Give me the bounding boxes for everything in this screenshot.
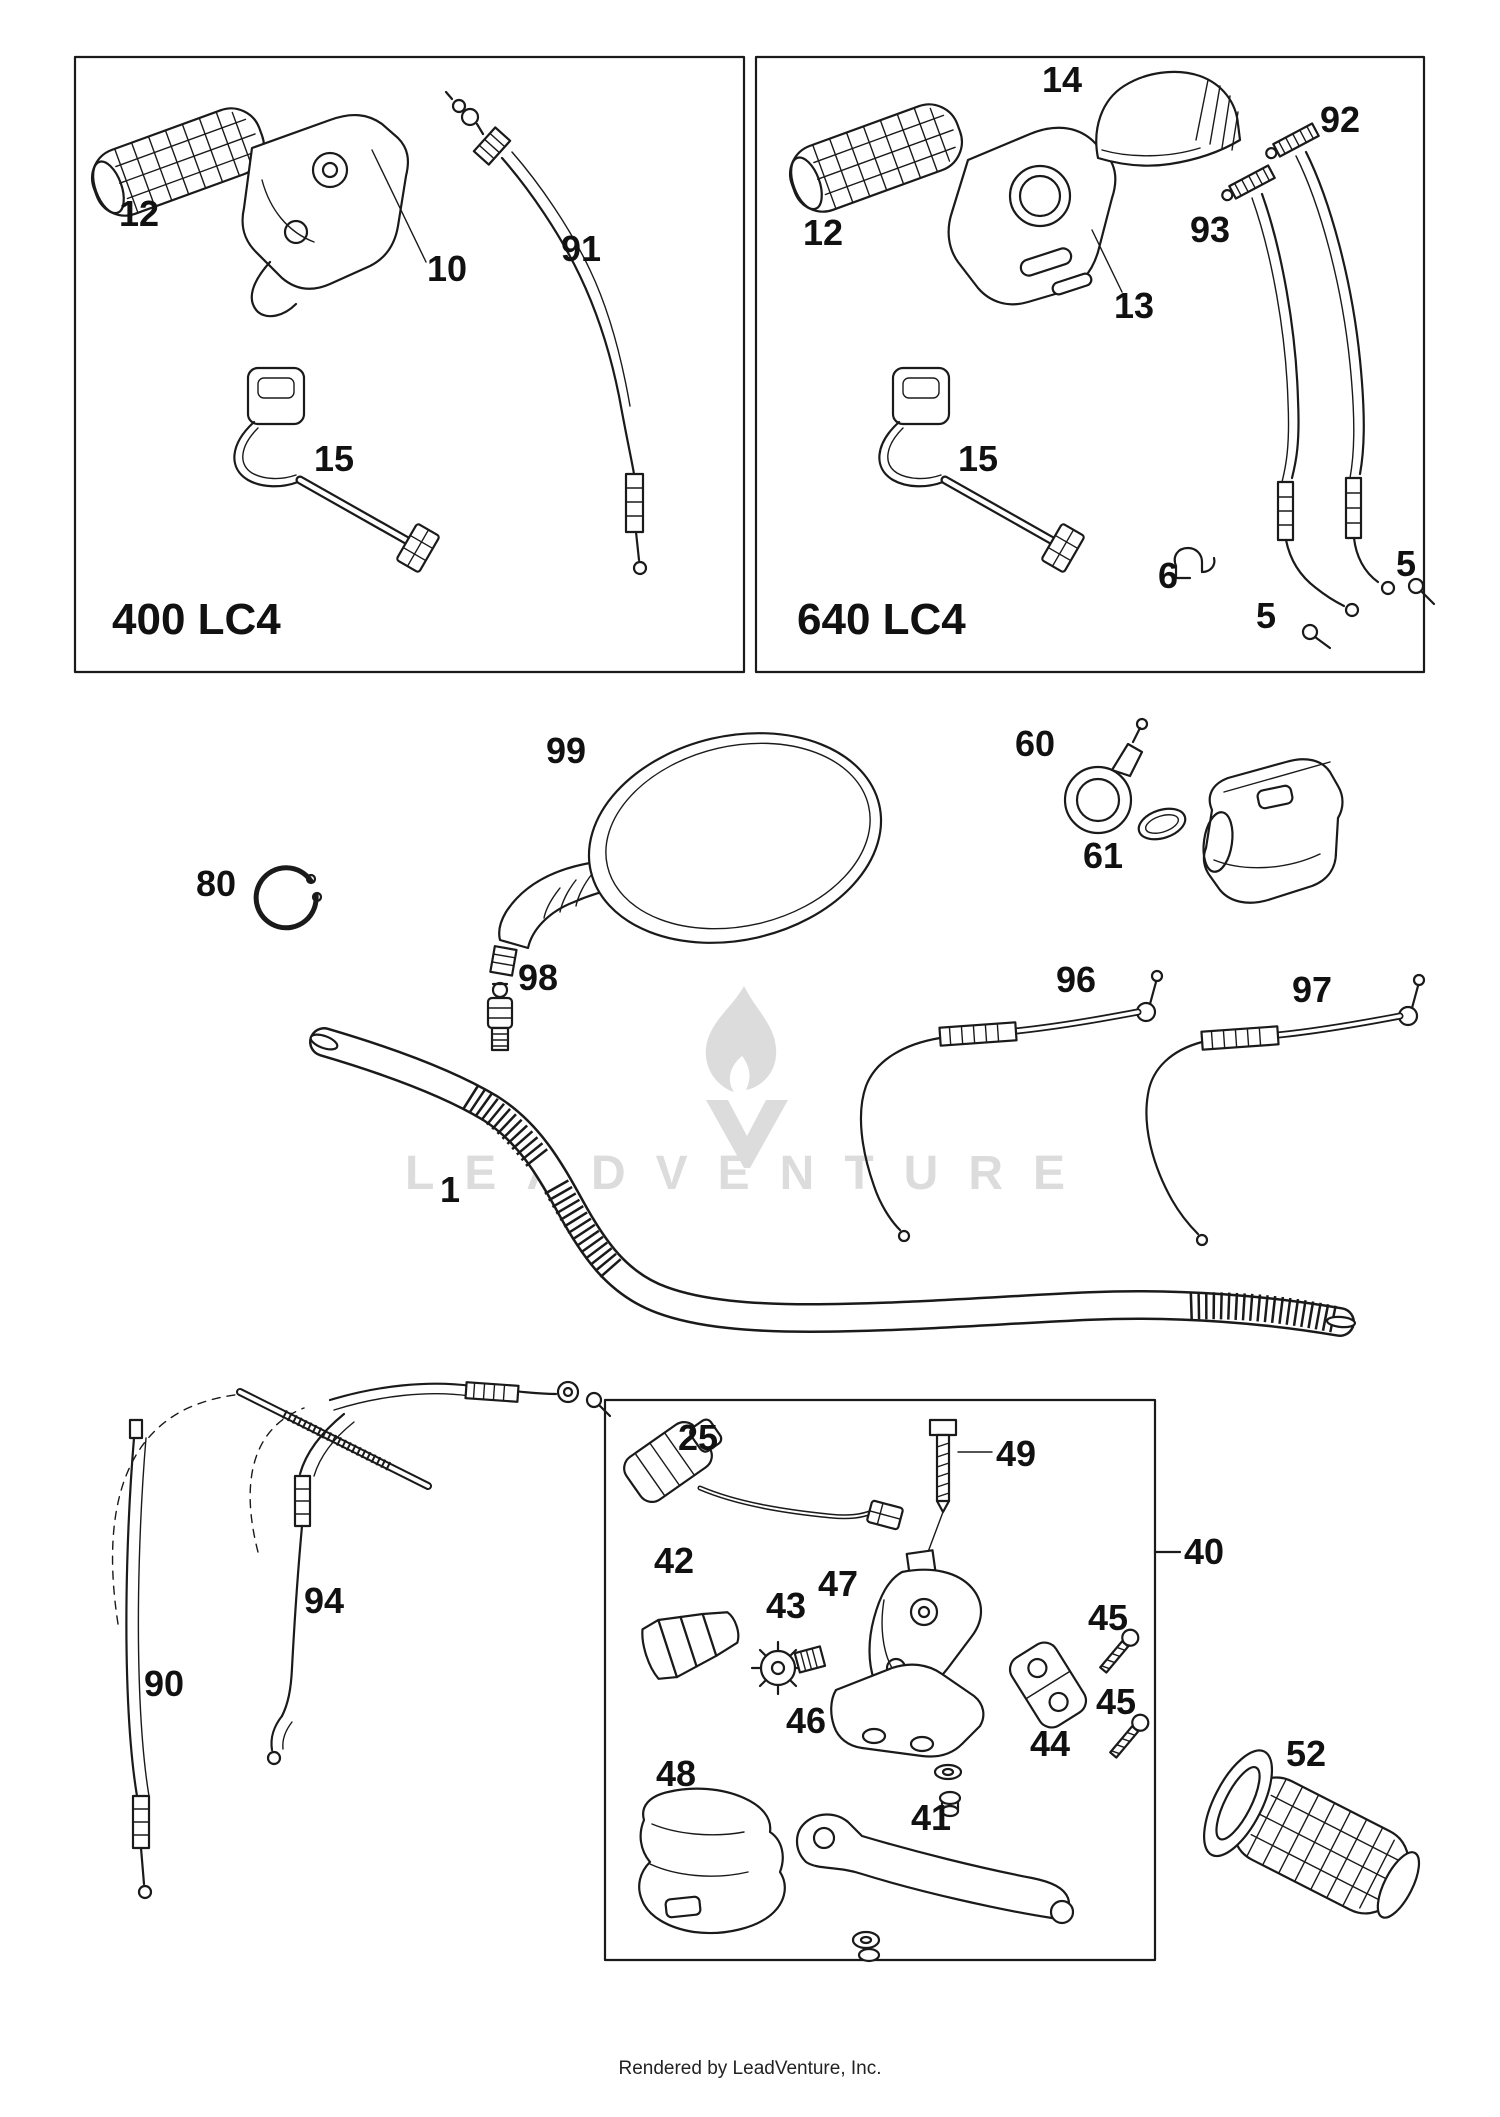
panel-box-400 <box>73 55 746 674</box>
panel-title-640lc4: 640 LC4 <box>797 595 966 644</box>
part-label-98: 98 <box>518 957 559 998</box>
part-label-14: 14 <box>1042 59 1083 100</box>
part-label-52: 52 <box>1286 1733 1327 1774</box>
rubber-boot-42 <box>641 1611 740 1680</box>
screw-5-a <box>1407 577 1436 606</box>
part-label-92: 92 <box>1320 99 1361 140</box>
cable-93 <box>1221 164 1360 618</box>
clip-80 <box>253 865 323 931</box>
part-label-91: 91 <box>561 228 602 269</box>
screw-45-upper <box>1099 1628 1140 1674</box>
part-label-47: 47 <box>818 1563 859 1604</box>
part-label-96: 96 <box>1056 959 1097 1000</box>
clamp-6 <box>1173 546 1216 580</box>
part-label-5-a: 5 <box>1396 543 1417 584</box>
cable-97 <box>1145 973 1426 1247</box>
part-label-6: 6 <box>1158 555 1179 596</box>
part-label-1: 1 <box>440 1169 461 1210</box>
part-label-99: 99 <box>546 730 587 771</box>
throttle-grip-52 <box>1203 1749 1421 1919</box>
part-label-40: 40 <box>1184 1531 1225 1572</box>
part-label-44: 44 <box>1030 1723 1071 1764</box>
routing-dash-b <box>249 1407 305 1553</box>
part-label-15-right: 15 <box>958 438 999 479</box>
part-label-13: 13 <box>1114 285 1155 326</box>
panel-box-640 <box>754 55 1426 674</box>
cable-96 <box>859 969 1164 1243</box>
adjuster-43 <box>750 1640 827 1696</box>
throttle-housing-13 <box>947 126 1117 306</box>
part-label-41: 41 <box>911 1797 952 1838</box>
cable-92 <box>1265 122 1396 596</box>
part-label-97: 97 <box>1292 969 1333 1010</box>
part-label-12-right: 12 <box>803 212 844 253</box>
mirror-stud-98 <box>486 981 514 1052</box>
part-label-43: 43 <box>766 1585 807 1626</box>
part-label-93: 93 <box>1190 209 1231 250</box>
cable-90 <box>125 1418 153 1900</box>
part-label-12-left: 12 <box>119 193 160 234</box>
screw-45-lower <box>1109 1713 1150 1759</box>
leader-line-10 <box>371 149 427 263</box>
part-label-46: 46 <box>786 1700 827 1741</box>
leader-line-13 <box>1091 229 1123 293</box>
part-label-25: 25 <box>678 1417 719 1458</box>
bolt-49 <box>927 1418 958 1553</box>
part-label-49: 49 <box>996 1433 1037 1474</box>
part-label-60: 60 <box>1015 723 1056 764</box>
bracket-46 <box>830 1663 985 1758</box>
bar-clamp-44 <box>1008 1641 1088 1729</box>
throttle-housing-10 <box>241 114 409 318</box>
part-label-5-b: 5 <box>1256 595 1277 636</box>
collar-60 <box>1063 717 1149 835</box>
part-label-42: 42 <box>654 1540 695 1581</box>
footer-credit: Rendered by LeadVenture, Inc. <box>618 2058 882 2079</box>
mirror-99 <box>489 732 883 977</box>
dust-cover-14 <box>1095 70 1242 167</box>
part-label-61: 61 <box>1083 835 1124 876</box>
switch-assembly <box>1202 758 1344 904</box>
spark-plug-cap-25 <box>623 1418 904 1531</box>
part-label-45-b: 45 <box>1096 1681 1137 1722</box>
cable-91 <box>444 90 648 576</box>
cable-94 <box>266 1412 355 1766</box>
washer-stack <box>933 1763 963 1818</box>
watermark-logo-icon <box>705 986 788 1168</box>
handlebar-1 <box>309 1027 1357 1337</box>
panel-title-400lc4: 400 LC4 <box>112 595 281 644</box>
upper-cable <box>328 1380 612 1418</box>
o-ring-61 <box>1137 807 1187 841</box>
cover-48 <box>638 1787 786 1935</box>
grip-12-right <box>780 94 972 222</box>
clutch-lever-41 <box>795 1813 1075 1963</box>
assembly-box-40 <box>603 1398 1157 1962</box>
part-label-90: 90 <box>144 1663 185 1704</box>
part-label-80: 80 <box>196 863 237 904</box>
part-label-45-a: 45 <box>1088 1597 1129 1638</box>
part-label-10: 10 <box>427 248 468 289</box>
screw-5-b <box>1301 623 1332 650</box>
part-label-15-left: 15 <box>314 438 355 479</box>
part-label-94: 94 <box>304 1580 345 1621</box>
watermark-text: LEADVENTURE <box>404 1147 1096 1200</box>
routing-dash-a <box>111 1393 243 1625</box>
rod <box>236 1388 432 1490</box>
part-label-48: 48 <box>656 1753 697 1794</box>
